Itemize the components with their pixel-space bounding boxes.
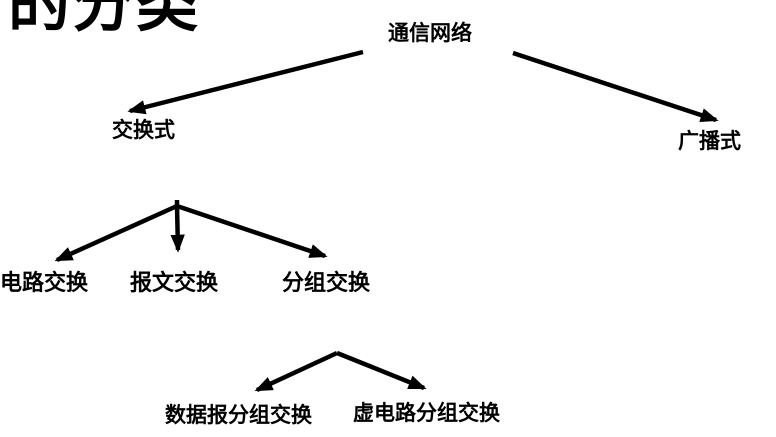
edge-root-to-broadcast <box>512 50 719 123</box>
edge-packet-to-datagram <box>254 350 338 393</box>
edge-switched-to-packet <box>176 203 328 259</box>
tree-node-broadcast: 广播式 <box>678 130 741 153</box>
tree-node-root: 通信网络 <box>388 22 472 45</box>
tree-node-circuit: 电路交换 <box>0 270 89 295</box>
edge-switched-to-message <box>170 205 185 253</box>
edge-switched-to-circuit <box>54 203 178 263</box>
tree-node-packet: 分组交换 <box>282 270 371 295</box>
edge-root-to-switched <box>127 49 364 115</box>
tree-node-message: 报文交换 <box>130 270 219 295</box>
edge-packet-to-virtual <box>336 350 427 391</box>
clipped-page-title: 的分类 <box>8 0 201 39</box>
tree-node-switched: 交换式 <box>112 119 175 142</box>
tree-node-datagram: 数据报分组交换 <box>165 404 312 427</box>
tree-node-virtual: 虚电路分组交换 <box>353 402 500 425</box>
